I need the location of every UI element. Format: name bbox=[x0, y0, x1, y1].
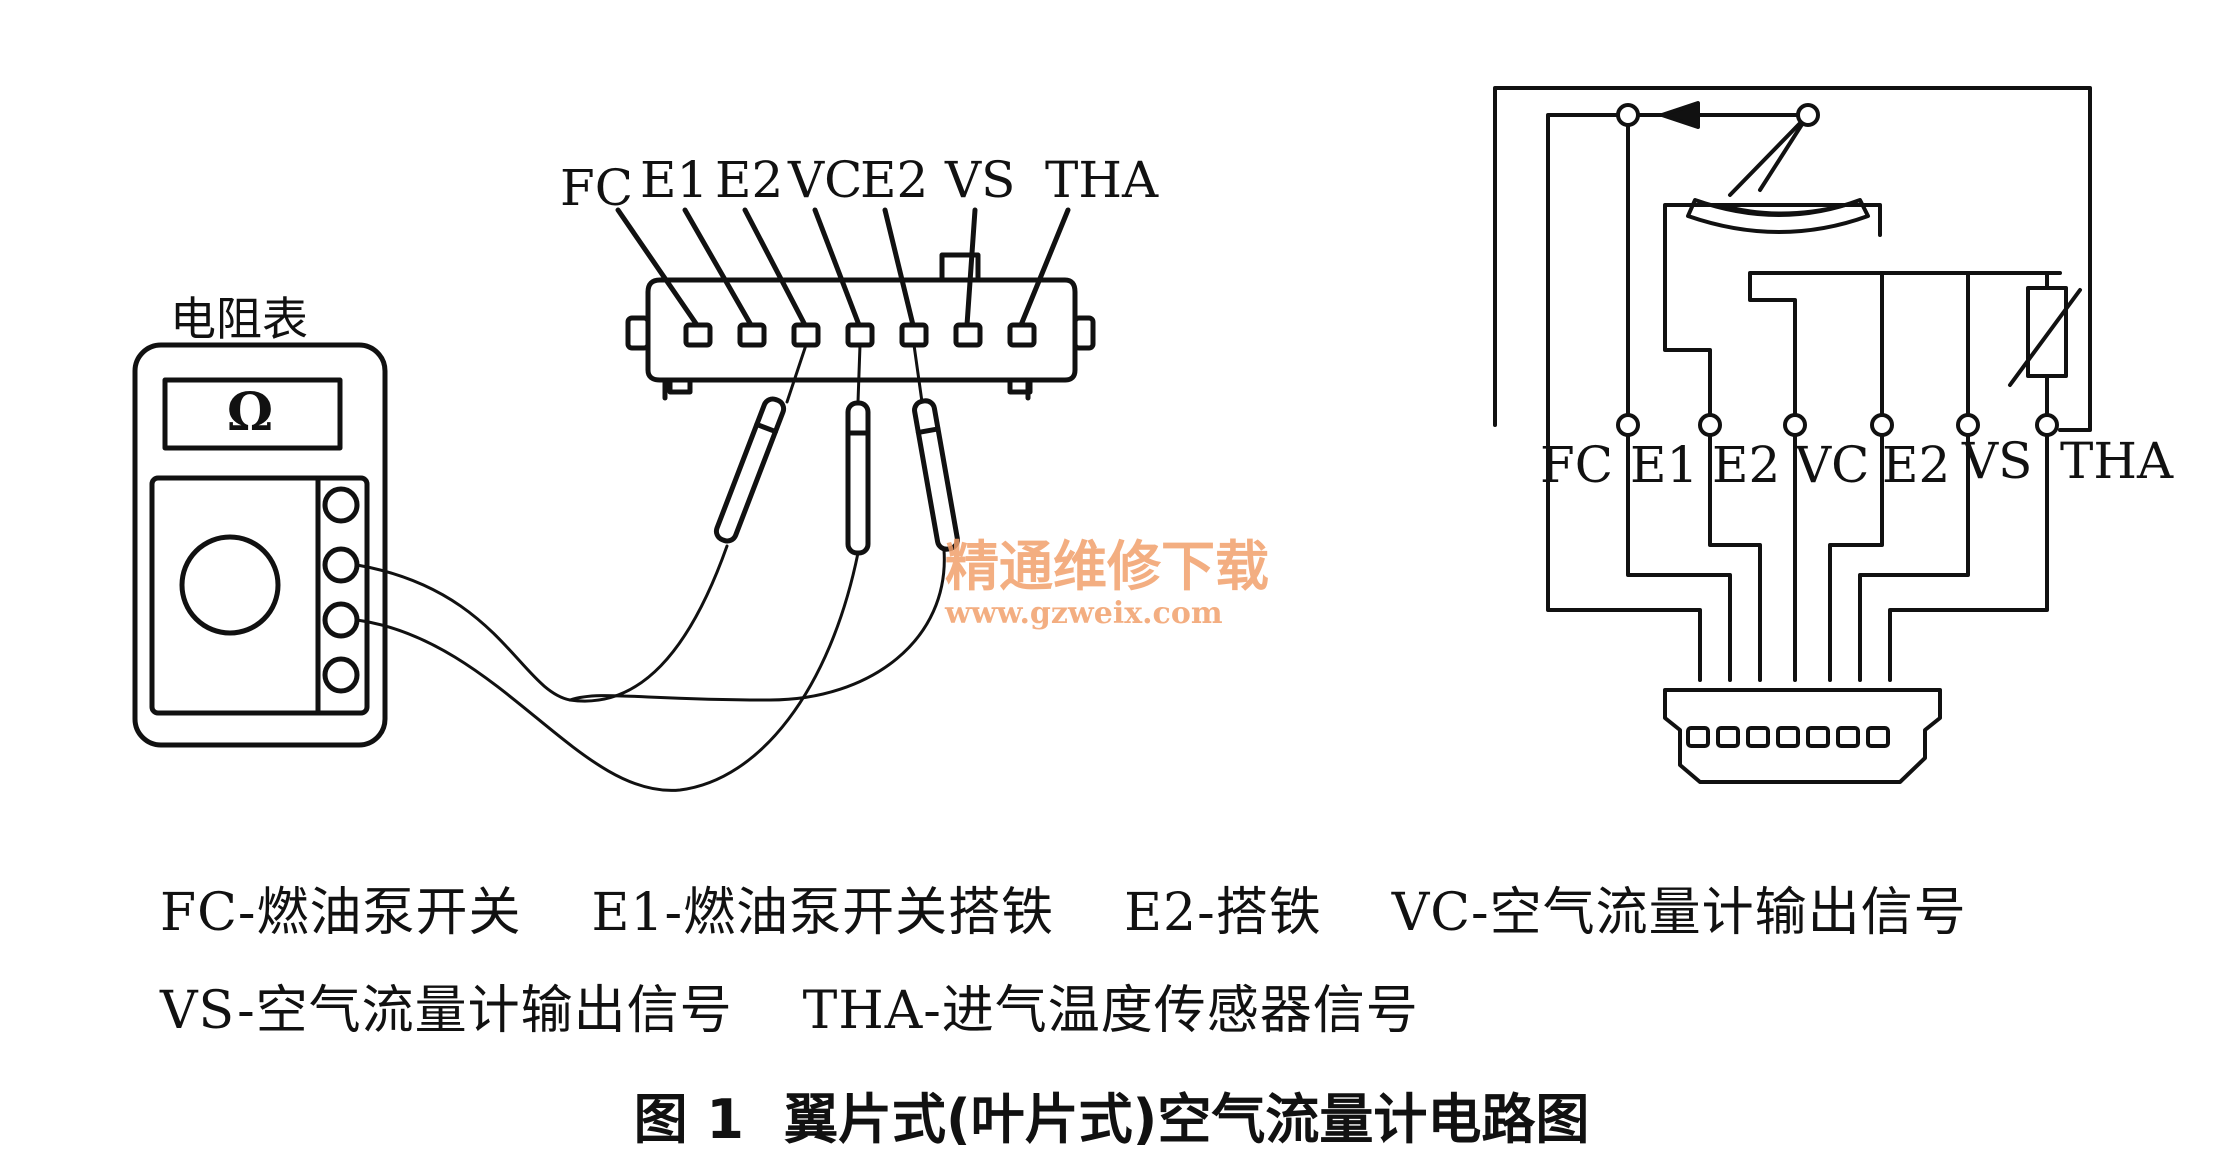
figure-number: 图 1 bbox=[633, 1088, 744, 1151]
meter-jack[interactable] bbox=[322, 546, 360, 584]
air-flow-meter-circuit bbox=[1493, 86, 2092, 784]
legend-item: THA-进气温度传感器信号 bbox=[802, 981, 1419, 1041]
connector-pin-label: E2 bbox=[715, 151, 783, 209]
legend-item: E2-搭铁 bbox=[1124, 883, 1322, 943]
connector-pin-label: E2 bbox=[860, 151, 928, 209]
ohm-symbol: Ω bbox=[227, 382, 273, 443]
meter-jack[interactable] bbox=[322, 656, 360, 694]
connector-pin-labels: FC E1 E2 VC E2 VS THA bbox=[560, 151, 1159, 217]
legend-item: E1-燃油泵开关搭铁 bbox=[591, 883, 1055, 943]
circuit-pin-label: VC bbox=[1794, 436, 1869, 494]
ohmmeter bbox=[132, 342, 388, 748]
meter-jack[interactable] bbox=[322, 486, 360, 524]
watermark-text: 精通维修下载 bbox=[945, 534, 1269, 598]
legend-item: FC-燃油泵开关 bbox=[160, 883, 522, 943]
meter-jack[interactable] bbox=[322, 601, 360, 639]
circuit-pin-label: E1 bbox=[1630, 436, 1698, 494]
probe[interactable] bbox=[845, 400, 871, 556]
legend-item: VS-空气流量计输出信号 bbox=[160, 981, 733, 1041]
legend-line-1: FC-燃油泵开关 E1-燃油泵开关搭铁 E2-搭铁 VC-空气流量计输出信号 bbox=[160, 870, 1967, 945]
circuit-pin-label: E2 bbox=[1882, 436, 1950, 494]
circuit-pin-label: THA bbox=[2060, 432, 2174, 490]
connector-pin-label: FC bbox=[560, 159, 633, 217]
probe[interactable] bbox=[912, 398, 960, 552]
circuit-pin-label: FC bbox=[1540, 436, 1613, 494]
circuit-pin-label: VS bbox=[1961, 432, 2032, 490]
figure-title: 翼片式(叶片式)空气流量计电路图 bbox=[784, 1088, 1590, 1151]
probe[interactable] bbox=[713, 396, 787, 544]
connector-pin-label: VC bbox=[787, 151, 862, 209]
sensor-connector bbox=[615, 207, 1096, 401]
connector-pin-label: THA bbox=[1045, 151, 1159, 209]
legend-item: VC-空气流量计输出信号 bbox=[1391, 883, 1967, 943]
connector-pin-label: VS bbox=[944, 151, 1015, 209]
meter-dial bbox=[179, 534, 281, 636]
watermark-url: www.gzweix.com bbox=[944, 596, 1223, 631]
connector-pin-label: E1 bbox=[640, 151, 708, 209]
circuit-pin-labels: FC E1 E2 VC E2 VS THA bbox=[1540, 432, 2174, 494]
meter-title: 电阻表 bbox=[170, 292, 308, 346]
circuit-pin-label: E2 bbox=[1712, 436, 1780, 494]
figure-caption: 图 1 翼片式(叶片式)空气流量计电路图 bbox=[0, 1075, 2223, 1154]
legend-line-2: VS-空气流量计输出信号 THA-进气温度传感器信号 bbox=[160, 968, 1489, 1043]
test-probes bbox=[355, 343, 960, 792]
